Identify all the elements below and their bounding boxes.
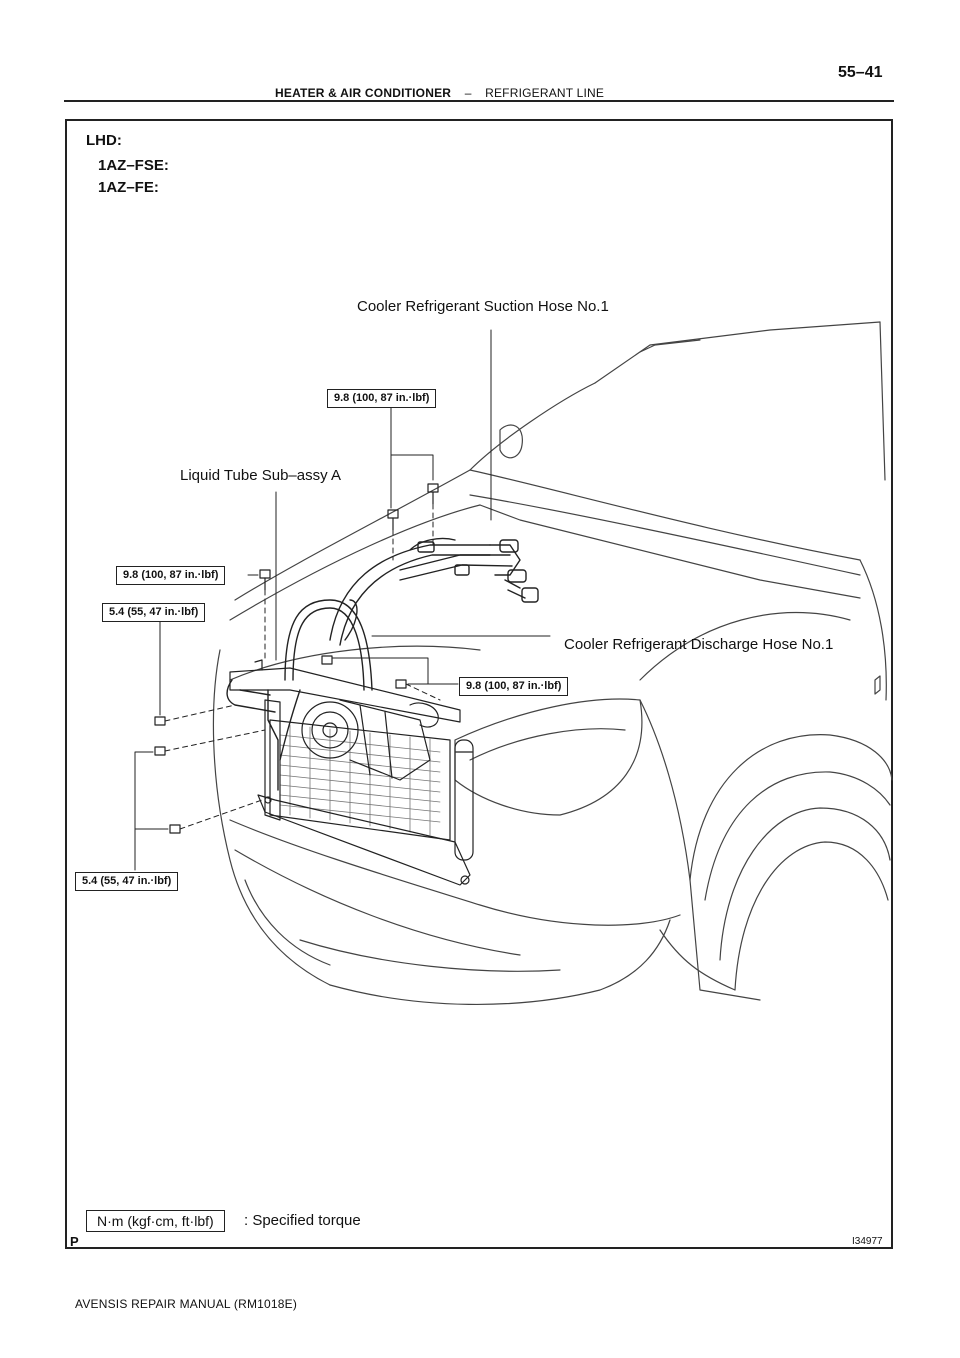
- section-sub: REFRIGERANT LINE: [485, 86, 605, 100]
- section-main: HEATER & AIR CONDITIONER: [275, 86, 452, 100]
- figure-frame: [65, 119, 893, 1249]
- callout-discharge-hose: Cooler Refrigerant Discharge Hose No.1: [564, 636, 834, 653]
- torque-label-liquid-tube-bolt: 9.8 (100, 87 in.·lbf): [116, 566, 226, 585]
- torque-label-suction-bolts: 9.8 (100, 87 in.·lbf): [327, 389, 437, 408]
- callout-suction-hose: Cooler Refrigerant Suction Hose No.1: [357, 298, 609, 315]
- page-number: 55–41: [838, 64, 883, 81]
- callout-liquid-tube: Liquid Tube Sub–assy A: [180, 467, 341, 484]
- header-rule: [64, 100, 894, 102]
- torque-label-condenser-lower: 5.4 (55, 47 in.·lbf): [75, 872, 179, 891]
- section-separator: –: [464, 86, 472, 100]
- torque-label-compressor-bolts: 9.8 (100, 87 in.·lbf): [459, 677, 569, 696]
- condenser-assembly: [229, 659, 474, 886]
- car-body-outline: [212, 321, 893, 1006]
- torque-unit-legend: N·m (kgf·cm, ft·lbf): [86, 1210, 225, 1232]
- legend-description: : Specified torque: [244, 1212, 361, 1229]
- corner-mark: P: [70, 1234, 79, 1249]
- section-heading: HEATER & AIR CONDITIONER – REFRIGERANT L…: [275, 86, 604, 100]
- engine-label-1az-fe: 1AZ–FE:: [98, 179, 159, 196]
- leader-lines: [134, 329, 551, 871]
- figure-id: I34977: [852, 1236, 883, 1247]
- compressor: [301, 699, 439, 781]
- engine-label-1az-fse: 1AZ–FSE:: [98, 157, 169, 174]
- installation-dashed-lines: [164, 503, 441, 830]
- torque-label-condenser-upper: 5.4 (55, 47 in.·lbf): [102, 603, 206, 622]
- refrigerant-hoses: [226, 537, 539, 791]
- manual-footer: AVENSIS REPAIR MANUAL (RM1018E): [75, 1297, 298, 1311]
- drive-label: LHD:: [86, 132, 122, 149]
